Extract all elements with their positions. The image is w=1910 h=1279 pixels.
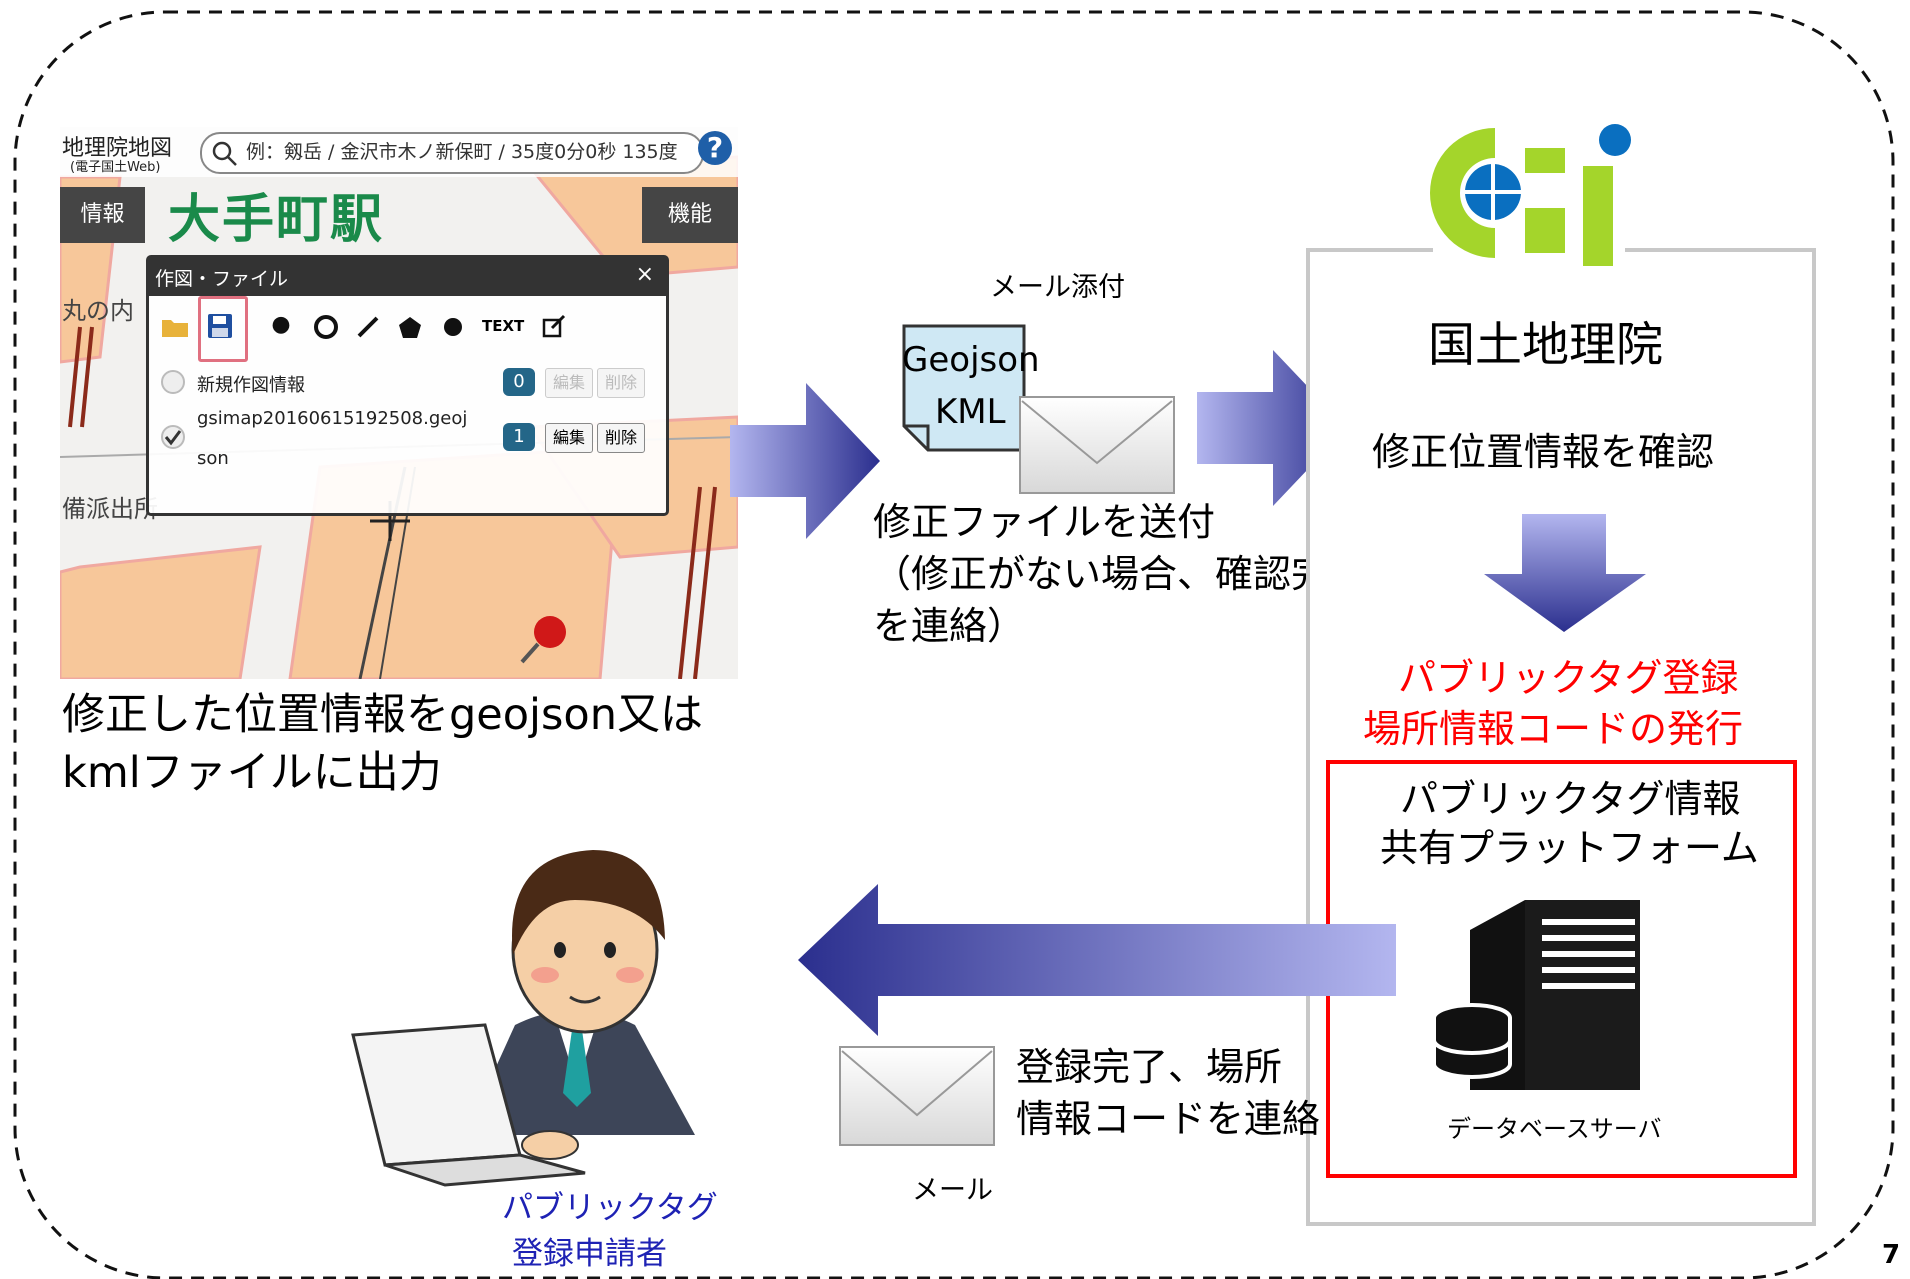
- folder-icon[interactable]: [161, 316, 189, 338]
- search-input[interactable]: [244, 138, 688, 166]
- applicant-line2: 登録申請者: [512, 1236, 667, 1272]
- info-button[interactable]: 情報: [60, 187, 145, 243]
- map-label-police: 備派出所: [62, 495, 158, 523]
- help-button[interactable]: ?: [698, 131, 732, 165]
- gsi-register-line2: 場所情報コードの発行: [1363, 707, 1744, 751]
- dialog-header: 作図・ファイル ×: [149, 258, 666, 296]
- file-type-geojson: Geojson: [902, 340, 1040, 380]
- row2-edit-button[interactable]: 編集: [545, 423, 593, 453]
- line-tool-icon[interactable]: [354, 313, 382, 341]
- server-label: データベースサーバ: [1447, 1115, 1662, 1143]
- check-icon[interactable]: [159, 423, 187, 451]
- return-text-line2: 情報コードを連絡: [1016, 1097, 1321, 1141]
- gsi-map-logo[interactable]: 地理院地図: [62, 136, 173, 161]
- return-mail-icon: [839, 1046, 995, 1146]
- send-text-line1: 修正ファイルを送付: [873, 500, 1216, 544]
- row2-label-line2: son: [197, 448, 229, 469]
- attach-label: メール添付: [990, 272, 1125, 303]
- send-text-line3: を連絡）: [873, 604, 1026, 648]
- map-header: 地理院地図 (電子国土Web) ?: [60, 127, 738, 177]
- file-type-kml: KML: [935, 392, 1006, 432]
- applicant-illustration: [351, 850, 695, 1187]
- row2-label-line1: gsimap20160615192508.geoj: [197, 408, 468, 429]
- function-button[interactable]: 機能: [642, 187, 738, 243]
- row2-count-badge: 1: [503, 423, 535, 451]
- text-tool-button[interactable]: TEXT: [482, 317, 525, 335]
- circle-tool-icon[interactable]: [312, 313, 340, 341]
- map-caption-line1: 修正した位置情報をgeojson又は: [62, 690, 703, 740]
- edit-icon[interactable]: [541, 314, 567, 340]
- row1-count-badge: 0: [503, 368, 535, 396]
- gsi-map-logo-sub: (電子国土Web): [70, 160, 161, 175]
- map-label-marunouchi: 丸の内: [62, 297, 134, 325]
- platform-line1: パブリックタグ情報: [1400, 777, 1741, 821]
- polygon-tool-icon[interactable]: [396, 313, 424, 341]
- marker-icon[interactable]: ●: [271, 312, 291, 337]
- station-label: 大手町駅: [168, 190, 385, 250]
- database-server-icon: [1432, 900, 1640, 1090]
- dot-tool-icon[interactable]: [439, 313, 467, 341]
- return-text-line1: 登録完了、場所: [1016, 1045, 1283, 1089]
- row1-label: 新規作図情報: [197, 375, 305, 396]
- radio-icon[interactable]: [159, 368, 187, 396]
- mail-label: メール: [912, 1175, 993, 1206]
- platform-line2: 共有プラットフォーム: [1380, 826, 1759, 870]
- arrow-to-mail: [730, 383, 880, 539]
- arrow-down: [1484, 514, 1646, 632]
- drawing-file-dialog: 作図・ファイル × ● TEXT: [146, 255, 669, 516]
- row1-edit-button[interactable]: 編集: [545, 368, 593, 398]
- send-text-line2: （修正がない場合、確認完了: [873, 552, 1368, 596]
- file-icon: [902, 324, 1026, 452]
- close-icon[interactable]: ×: [635, 262, 654, 287]
- applicant-line1: パブリックタグ: [502, 1190, 718, 1226]
- gsi-logo: [1430, 120, 1631, 266]
- mail-icon: [1019, 396, 1175, 494]
- gsi-register-line1: パブリックタグ登録: [1398, 656, 1739, 700]
- search-box[interactable]: [200, 132, 704, 174]
- arrow-return: [798, 884, 1396, 1036]
- row2-delete-button[interactable]: 削除: [597, 423, 645, 453]
- map-caption-line2: kmlファイルに出力: [62, 748, 442, 798]
- save-icon[interactable]: [207, 313, 233, 339]
- dialog-title: 作図・ファイル: [155, 268, 289, 290]
- map-screenshot: 地理院地図 (電子国土Web) ? 大手町駅 情報 機能 丸の内 備派出所 作図…: [60, 127, 738, 679]
- row1-delete-button[interactable]: 削除: [597, 368, 645, 398]
- page-number: 7: [1882, 1240, 1901, 1270]
- gsi-check: 修正位置情報を確認: [1372, 430, 1715, 474]
- save-highlight: [198, 296, 248, 362]
- pushpin-icon: [520, 616, 566, 664]
- search-icon: [212, 141, 237, 166]
- gsi-name: 国土地理院: [1428, 318, 1663, 373]
